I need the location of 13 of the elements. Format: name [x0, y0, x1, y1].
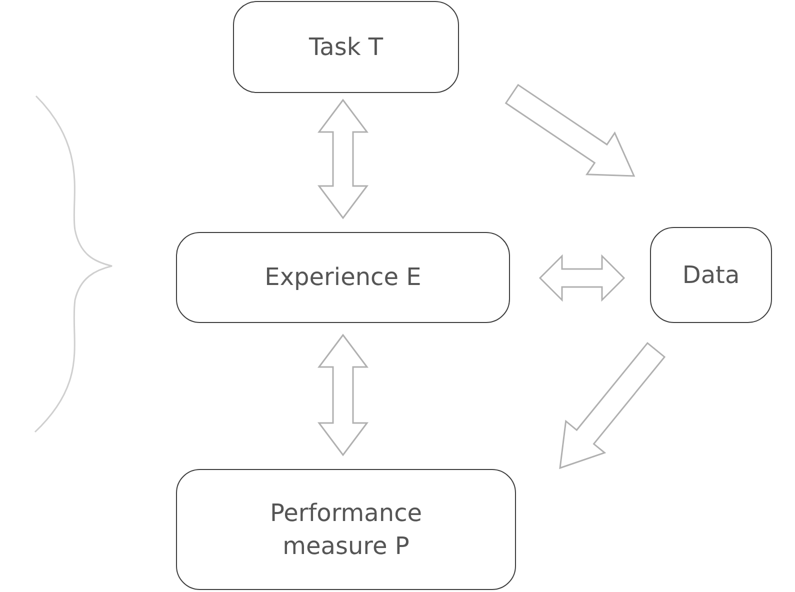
rounded-box — [176, 469, 516, 590]
node-label: Task T — [308, 32, 384, 63]
node-label: Experience E — [264, 262, 422, 294]
rounded-box — [233, 1, 459, 93]
block-arrow — [559, 342, 666, 470]
rounded-box — [650, 227, 772, 323]
rounded-box — [176, 232, 510, 323]
block-arrow — [318, 334, 368, 456]
block-arrow — [538, 254, 626, 302]
block-arrow — [318, 98, 368, 220]
node-label: Data — [682, 260, 740, 291]
node-label: Performance measure P — [268, 498, 424, 562]
block-arrow — [504, 84, 636, 177]
